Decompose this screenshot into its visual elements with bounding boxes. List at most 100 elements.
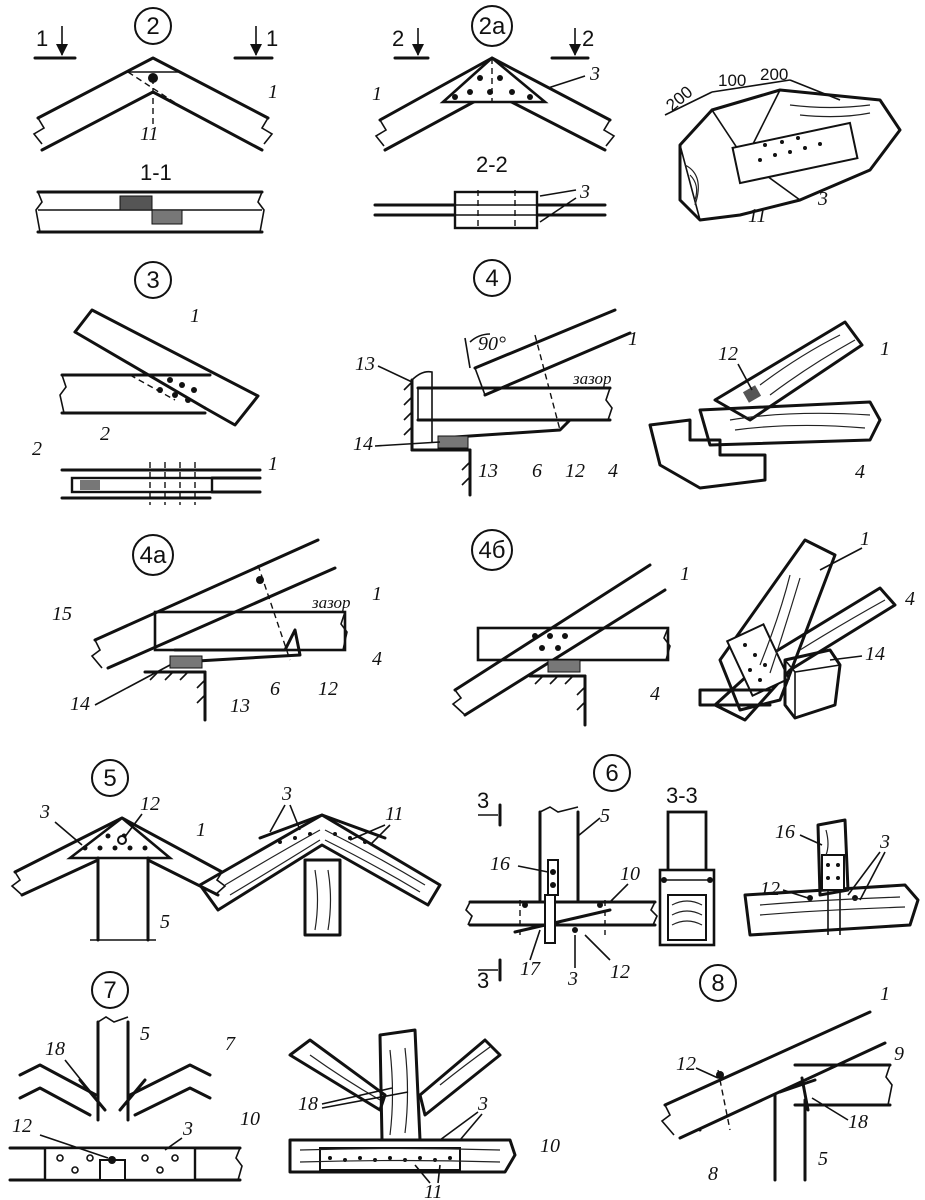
label-d4a-rafter: 1 xyxy=(372,583,382,605)
label-d4b-rafter: 1 xyxy=(680,563,690,585)
detail-2a-badge xyxy=(471,5,513,47)
label-d6-plate: 3 xyxy=(567,968,578,990)
detail-6-number: 6 xyxy=(605,760,618,787)
label-d8-beam: 9 xyxy=(894,1043,904,1065)
label-d5-post: 5 xyxy=(160,911,170,933)
label-d4-rafter: 1 xyxy=(628,328,638,350)
isometric-3: 1 4 14 xyxy=(698,528,915,722)
label-iso6-beam: 10 xyxy=(540,1135,560,1157)
label-rafter-2a: 1 xyxy=(372,83,382,105)
label-plates-2-2: 3 xyxy=(579,181,590,203)
label-d4-plate-bottom: 13 xyxy=(478,460,498,482)
detail-2a: 2а 2 2 1 3 2-2 3 xyxy=(372,5,616,230)
label-d7-beam: 10 xyxy=(240,1108,260,1130)
detail-7: 7 5 18 7 12 3 10 xyxy=(8,971,260,1182)
dim-200-right: 200 xyxy=(760,65,788,84)
detail-4a-number: 4а xyxy=(140,542,167,569)
label-iso2-beam: 4 xyxy=(855,461,865,483)
detail-3-number: 3 xyxy=(146,267,159,294)
detail-7-number: 7 xyxy=(103,977,116,1004)
label-iso1-bolt: 11 xyxy=(748,205,767,227)
label-iso5-strap: 16 xyxy=(775,821,795,843)
label-d8-bolt: 12 xyxy=(676,1053,696,1075)
detail-2-number: 2 xyxy=(146,13,159,40)
label-iso5-bolt: 12 xyxy=(760,878,780,900)
label-iso3-pad: 14 xyxy=(865,643,885,665)
section-mark-right: 1 xyxy=(266,26,278,51)
label-iso4-bolts: 11 xyxy=(385,803,404,825)
section-mark-left: 1 xyxy=(36,26,48,51)
label-iso1-plate: 3 xyxy=(817,188,828,210)
detail-4b: 4б 1 4 xyxy=(451,529,690,727)
label-d3-rafter: 1 xyxy=(190,305,200,327)
label-iso3-beam: 4 xyxy=(905,588,915,610)
label-d4a-bracket: 6 xyxy=(270,678,280,700)
label-d4-angle: 90° xyxy=(478,333,506,355)
label-d5-plate: 3 xyxy=(39,801,50,823)
detail-3: 3 1 2 2 1 xyxy=(32,261,278,505)
label-iso6-strap: 18 xyxy=(298,1093,318,1115)
section-2-2-title: 2-2 xyxy=(476,152,508,177)
detail-2: 2 1 1 1 11 1-1 xyxy=(32,7,278,234)
detail-5-number: 5 xyxy=(103,765,116,792)
isometric-1: 200 100 200 11 3 xyxy=(662,65,902,227)
detail-2-badge xyxy=(134,7,172,45)
label-rafter: 1 xyxy=(268,81,278,103)
label-d7-plate: 3 xyxy=(182,1118,193,1140)
label-iso2-rafter: 1 xyxy=(880,338,890,360)
detail-4: 4 90° зазор 1 13 14 13 6 12 4 xyxy=(353,259,638,497)
label-d4-beam: 4 xyxy=(608,460,618,482)
isometric-4: 3 11 xyxy=(198,783,442,937)
label-d8-rafter: 1 xyxy=(880,983,890,1005)
label-d6-post: 5 xyxy=(600,805,610,827)
label-iso4-plates: 3 xyxy=(281,783,292,805)
label-d4a-pad: 14 xyxy=(70,693,90,715)
label-d7-strap: 18 xyxy=(45,1038,65,1060)
detail-8: 8 1 12 9 18 8 5 xyxy=(660,964,904,1185)
label-d4-bracket: 6 xyxy=(532,460,542,482)
label-d8-post: 5 xyxy=(818,1148,828,1170)
label-d7-post: 5 xyxy=(140,1023,150,1045)
label-d4b-beam: 4 xyxy=(650,683,660,705)
label-d4-gap: зазор xyxy=(572,369,612,388)
label-d7-bolt: 12 xyxy=(12,1115,32,1137)
detail-6: 6 3 3 5 16 10 17 3 12 3-3 xyxy=(465,754,716,993)
section-mark-2-left: 2 xyxy=(392,26,404,51)
label-d3-plan-beam: 2 xyxy=(32,438,42,460)
label-iso5-plates: 3 xyxy=(879,831,890,853)
label-iso6-plates: 3 xyxy=(477,1093,488,1115)
detail-4-number: 4 xyxy=(485,265,498,292)
label-d4a-gap: зазор xyxy=(311,593,351,612)
label-d4-pad: 14 xyxy=(353,433,373,455)
label-d4-bolt: 12 xyxy=(565,460,585,482)
section-1-1-title: 1-1 xyxy=(140,160,172,185)
label-d4a-plate: 13 xyxy=(230,695,250,717)
label-d6-beam: 10 xyxy=(620,863,640,885)
label-d6-bolt: 12 xyxy=(610,961,630,983)
dim-100: 100 xyxy=(718,71,746,90)
label-d8-strap: 18 xyxy=(848,1111,868,1133)
detail-4b-number: 4б xyxy=(478,537,505,564)
label-iso2-bolt: 12 xyxy=(718,343,738,365)
isometric-5: 16 3 12 xyxy=(743,818,920,937)
label-d4-plate-top: 13 xyxy=(355,353,375,375)
label-d4a-bolt: 12 xyxy=(318,678,338,700)
label-d3-plan-rafter: 1 xyxy=(268,453,278,475)
label-plate-2a: 3 xyxy=(589,63,600,85)
detail-8-number: 8 xyxy=(711,970,724,997)
label-bolt: 11 xyxy=(140,123,159,145)
section-3-3-title: 3-3 xyxy=(666,783,698,808)
isometric-6: 18 3 10 11 xyxy=(288,1028,560,1200)
section-mark-3-top: 3 xyxy=(477,788,489,813)
label-d7-brace: 7 xyxy=(225,1033,236,1055)
label-d3-beam: 2 xyxy=(100,423,110,445)
label-iso6-bolts: 11 xyxy=(424,1181,443,1200)
section-mark-2-right: 2 xyxy=(582,26,594,51)
label-d8-sill: 8 xyxy=(708,1163,718,1185)
label-d4a-beam: 4 xyxy=(372,648,382,670)
label-iso3-rafter: 1 xyxy=(860,528,870,550)
detail-5: 5 3 12 1 5 xyxy=(10,759,227,942)
detail-2a-number: 2а xyxy=(479,13,506,40)
label-d4a-fillet: 15 xyxy=(52,603,72,625)
